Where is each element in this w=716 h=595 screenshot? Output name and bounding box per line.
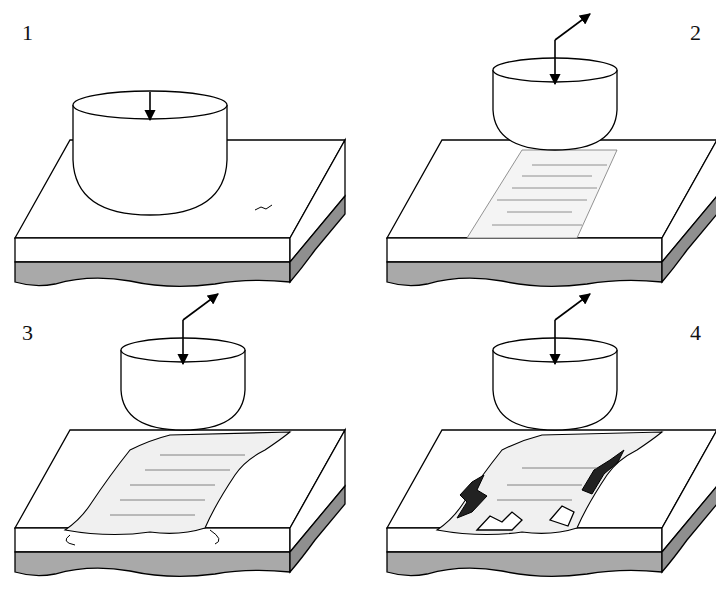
panel-number: 4 xyxy=(690,322,701,344)
panel-number: 3 xyxy=(22,322,33,344)
panel-number: 1 xyxy=(22,22,33,44)
panel-number: 2 xyxy=(690,22,701,44)
